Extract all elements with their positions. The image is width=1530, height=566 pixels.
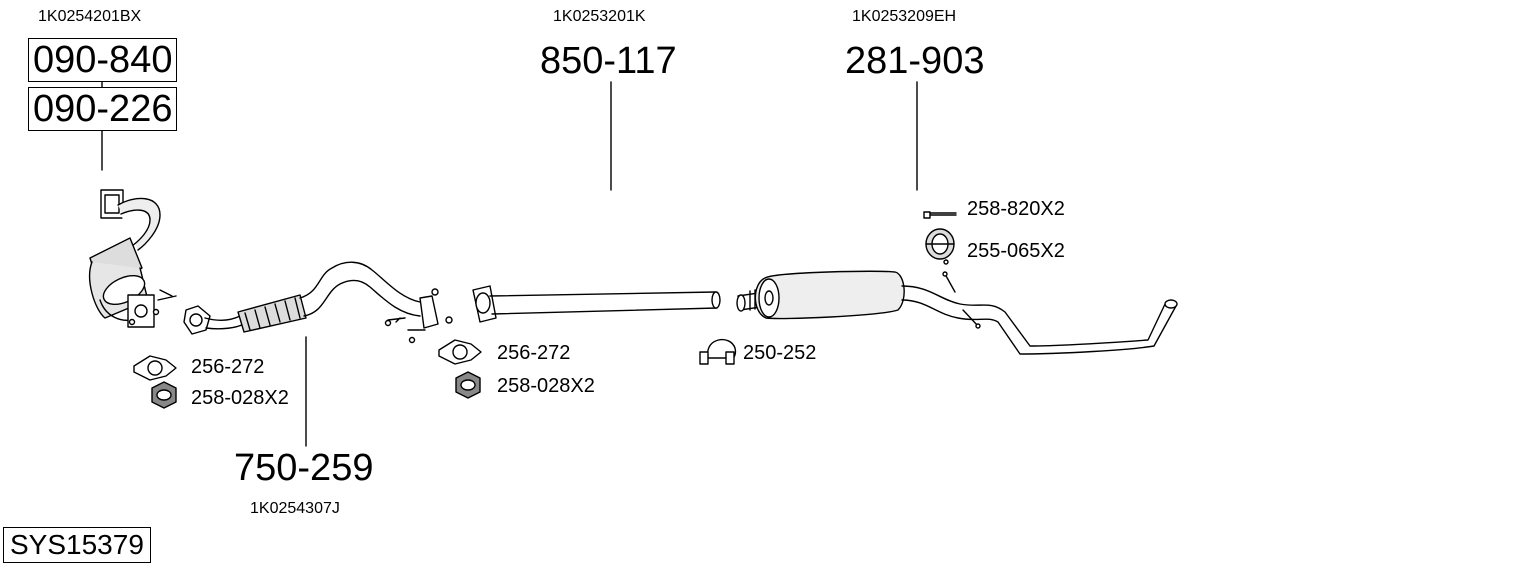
bolt-258-820-drawing — [923, 211, 957, 219]
part-number-850-117[interactable]: 850-117 — [540, 40, 677, 82]
accessory-label-gasket-a[interactable]: 256-272 — [191, 356, 265, 378]
nut-258-028-a-drawing — [151, 381, 177, 409]
oem-number-281-903: 1K0253209EH — [852, 8, 957, 25]
catalytic-converter-drawing — [88, 189, 177, 328]
oem-number-090-840: 1K0254201BX — [38, 8, 142, 25]
accessory-label-nut-a[interactable]: 258-028X2 — [191, 387, 289, 409]
accessory-label-nut-b[interactable]: 258-028X2 — [497, 375, 595, 397]
part-number-750-259[interactable]: 750-259 — [234, 447, 374, 489]
accessory-label-bolt[interactable]: 258-820X2 — [967, 198, 1065, 220]
accessory-label-gasket-b[interactable]: 256-272 — [497, 342, 571, 364]
accessory-label-clamp[interactable]: 250-252 — [743, 342, 817, 364]
part-number-090-226[interactable]: 090-226 — [28, 87, 178, 131]
part-number-090-840[interactable]: 090-840 — [28, 38, 178, 82]
intermediate-pipe-drawing — [472, 285, 721, 323]
oem-number-850-117: 1K0253201K — [553, 8, 646, 25]
oem-number-750-259: 1K0254307J — [250, 500, 340, 517]
accessory-label-rubber-mount[interactable]: 255-065X2 — [967, 240, 1065, 262]
system-code: SYS15379 — [3, 527, 151, 563]
clamp-drawing — [699, 338, 737, 365]
nut-258-028-b-drawing — [455, 371, 481, 399]
part-number-281-903[interactable]: 281-903 — [845, 40, 985, 82]
front-pipe-drawing — [183, 261, 453, 344]
rear-silencer-drawing — [736, 270, 1178, 355]
gasket-256-272-b-drawing — [438, 339, 482, 365]
rubber-mount-255-065-drawing — [925, 228, 955, 265]
gasket-256-272-a-drawing — [133, 355, 177, 381]
